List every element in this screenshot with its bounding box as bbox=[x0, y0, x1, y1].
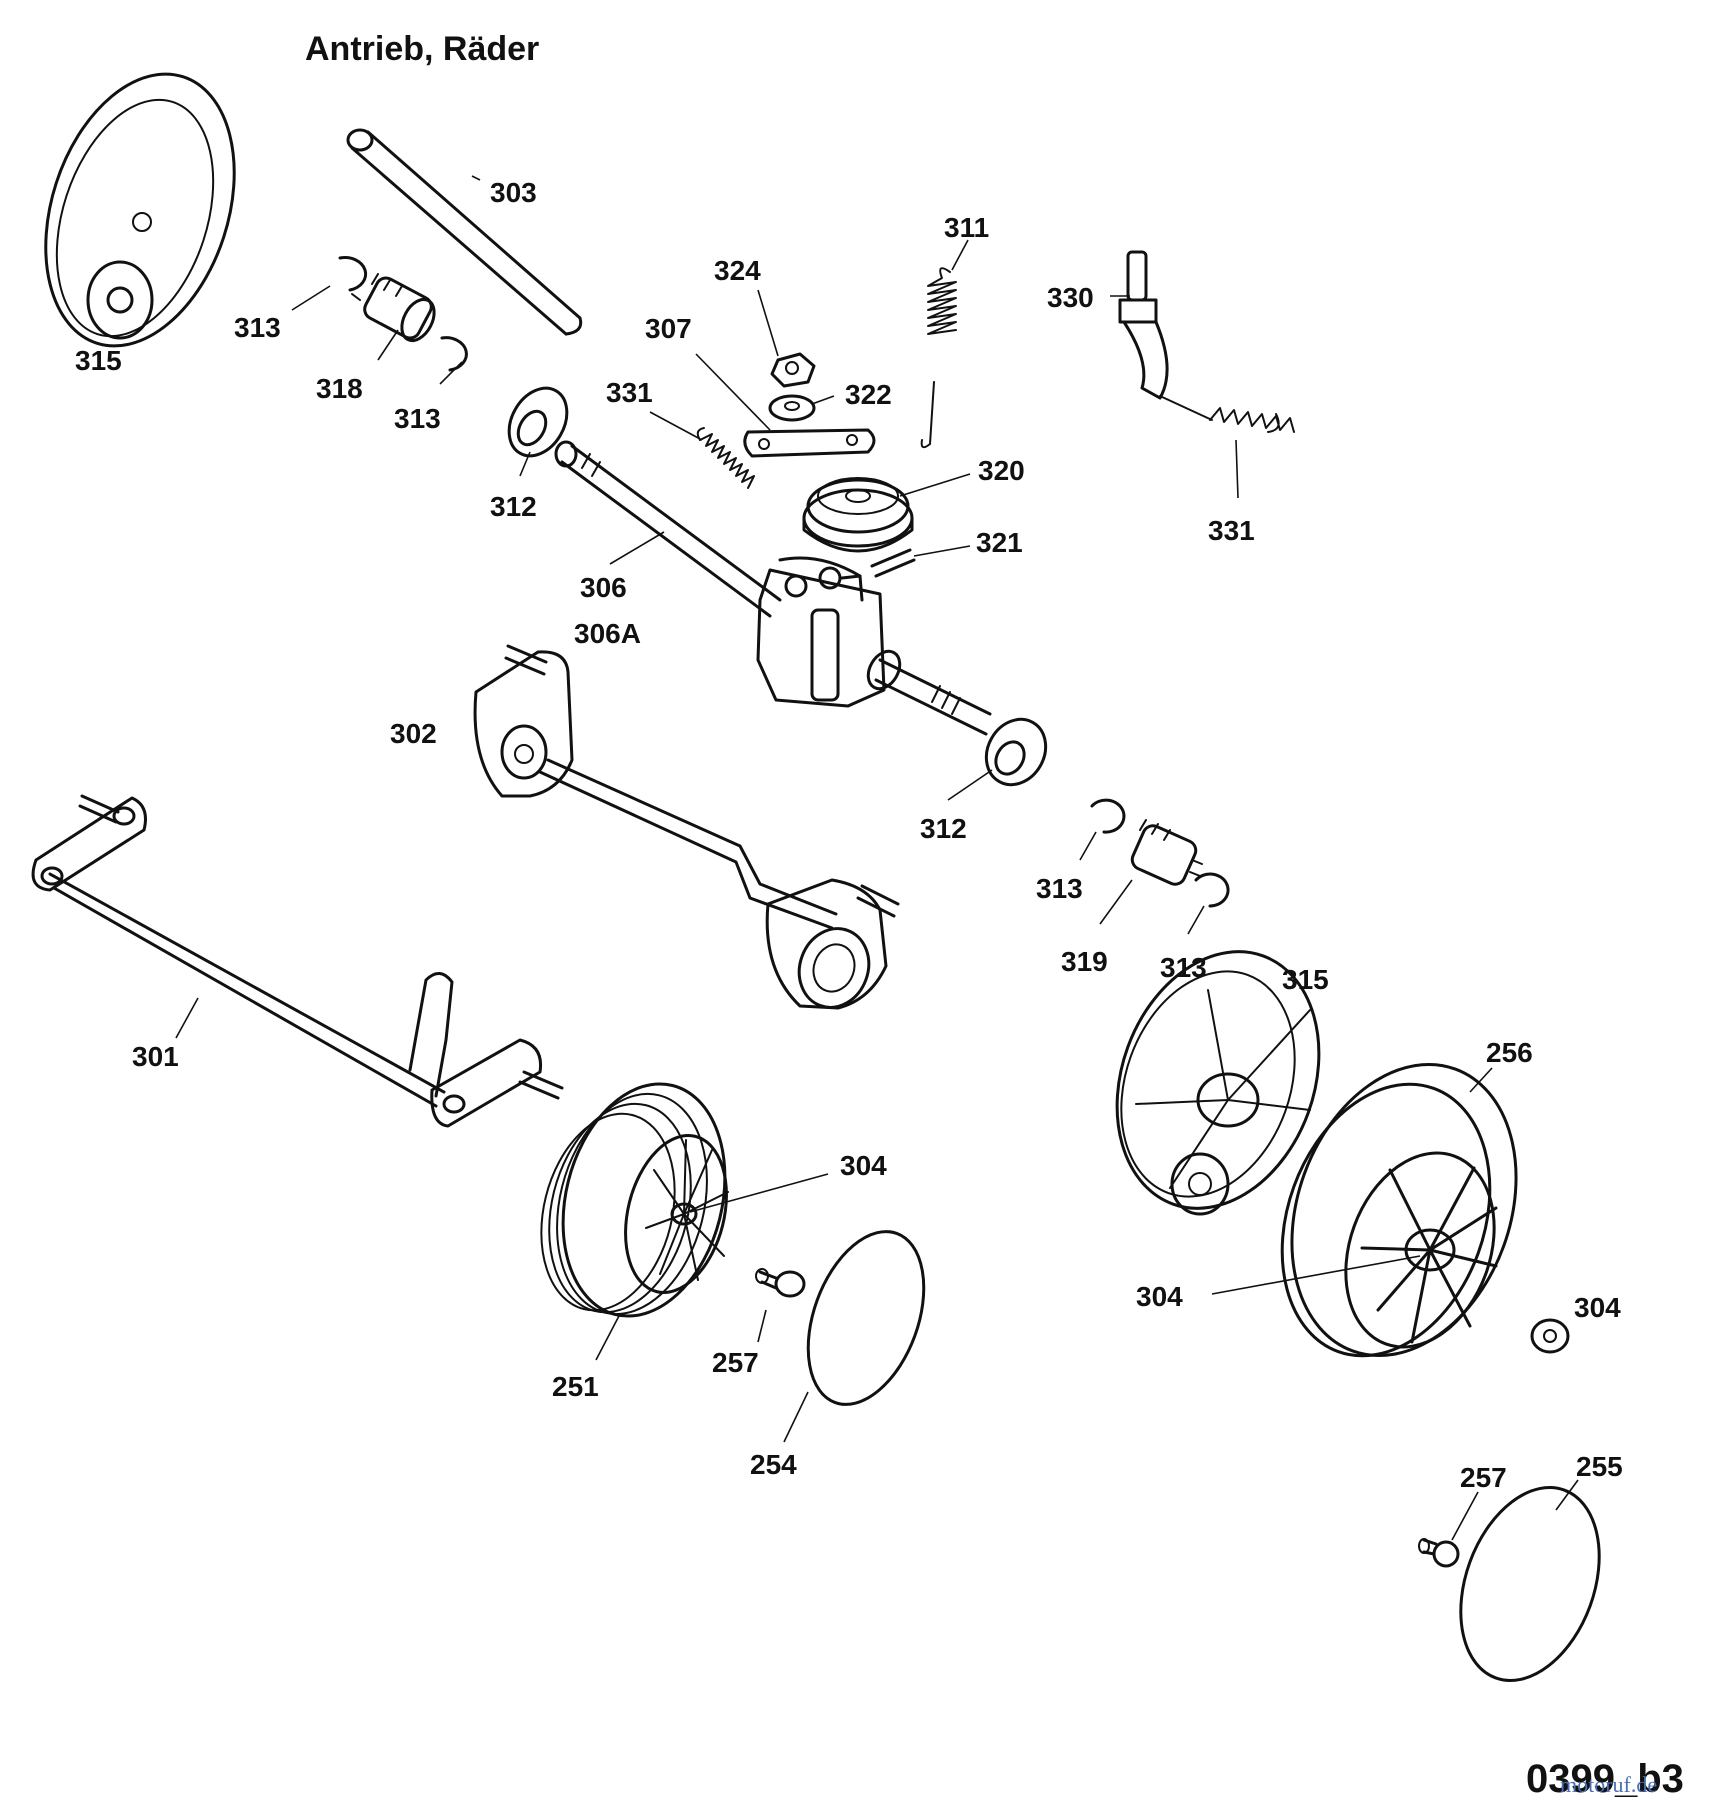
part-319-gear bbox=[1130, 819, 1203, 886]
callout-257: 257 bbox=[712, 1347, 759, 1378]
callout-306: 306 bbox=[580, 572, 627, 603]
part-311-spring bbox=[920, 267, 957, 449]
callout-303: 303 bbox=[490, 177, 537, 208]
part-313-clip-a bbox=[338, 256, 368, 292]
callout-331: 331 bbox=[606, 377, 653, 408]
part-312-seal-b bbox=[984, 717, 1048, 787]
part-315-disc-top bbox=[44, 72, 236, 348]
callout-257: 257 bbox=[1460, 1462, 1507, 1493]
callout-315: 315 bbox=[1282, 964, 1329, 995]
callout-330: 330 bbox=[1047, 282, 1094, 313]
callout-331: 331 bbox=[1208, 515, 1255, 546]
part-306-shaft-gearbox bbox=[554, 440, 992, 736]
callout-319: 319 bbox=[1061, 946, 1108, 977]
part-257-screw-a bbox=[755, 1268, 806, 1298]
part-313-clip-b bbox=[440, 336, 468, 372]
callout-306a: 306A bbox=[574, 618, 641, 649]
callout-304: 304 bbox=[1574, 1292, 1621, 1323]
callout-304: 304 bbox=[1136, 1281, 1183, 1312]
callout-304: 304 bbox=[840, 1150, 887, 1181]
part-318-gear bbox=[351, 273, 436, 343]
callout-312: 312 bbox=[490, 491, 537, 522]
callout-315: 315 bbox=[75, 345, 122, 376]
part-315-disc-bottom bbox=[1115, 950, 1321, 1216]
callout-311: 311 bbox=[944, 212, 989, 243]
part-301-axle bbox=[31, 794, 564, 1128]
part-320-pulley bbox=[802, 477, 914, 553]
callout-322: 322 bbox=[845, 379, 892, 410]
callout-312: 312 bbox=[920, 813, 967, 844]
part-255-hubcap bbox=[1459, 1486, 1601, 1682]
part-257-screw-b bbox=[1418, 1538, 1460, 1568]
callout-256: 256 bbox=[1486, 1037, 1533, 1068]
callout-313: 313 bbox=[1036, 873, 1083, 904]
part-313-clip-d bbox=[1194, 872, 1230, 908]
callout-302: 302 bbox=[390, 718, 437, 749]
part-313-clip-c bbox=[1090, 798, 1126, 834]
part-324-nut bbox=[770, 352, 816, 388]
part-302-frame bbox=[473, 644, 900, 1010]
callout-318: 318 bbox=[316, 373, 363, 404]
part-307-plate bbox=[743, 428, 876, 458]
part-322-washer bbox=[768, 394, 816, 422]
diagram-title: Antrieb, Räder bbox=[305, 30, 539, 68]
callout-313: 313 bbox=[1160, 952, 1207, 983]
leader-lines bbox=[175, 175, 1579, 1541]
callout-313: 313 bbox=[394, 403, 441, 434]
part-312-seal-a bbox=[507, 386, 569, 458]
callout-254: 254 bbox=[750, 1449, 797, 1480]
part-321-pin bbox=[870, 548, 916, 578]
part-303-rod bbox=[346, 128, 583, 336]
part-251-wheel bbox=[540, 1082, 729, 1318]
callout-321: 321 bbox=[976, 527, 1023, 558]
callout-320: 320 bbox=[978, 455, 1025, 486]
callout-255: 255 bbox=[1576, 1451, 1623, 1482]
part-330-lever bbox=[1118, 250, 1213, 421]
callout-313: 313 bbox=[234, 312, 281, 343]
watermark: motoruf.de bbox=[1560, 1772, 1657, 1797]
part-254-hubcap bbox=[806, 1230, 926, 1406]
part-331-spring-b bbox=[1209, 407, 1295, 433]
callout-labels: 303 311 324 330 307 313 315 318 313 331 … bbox=[75, 177, 1623, 1493]
callout-251: 251 bbox=[552, 1371, 599, 1402]
callout-307: 307 bbox=[645, 313, 692, 344]
drawing-code: 0399_b3 bbox=[1526, 1757, 1684, 1800]
part-256-wheel bbox=[1280, 1062, 1570, 1358]
callout-324: 324 bbox=[714, 255, 761, 286]
callout-301: 301 bbox=[132, 1041, 179, 1072]
